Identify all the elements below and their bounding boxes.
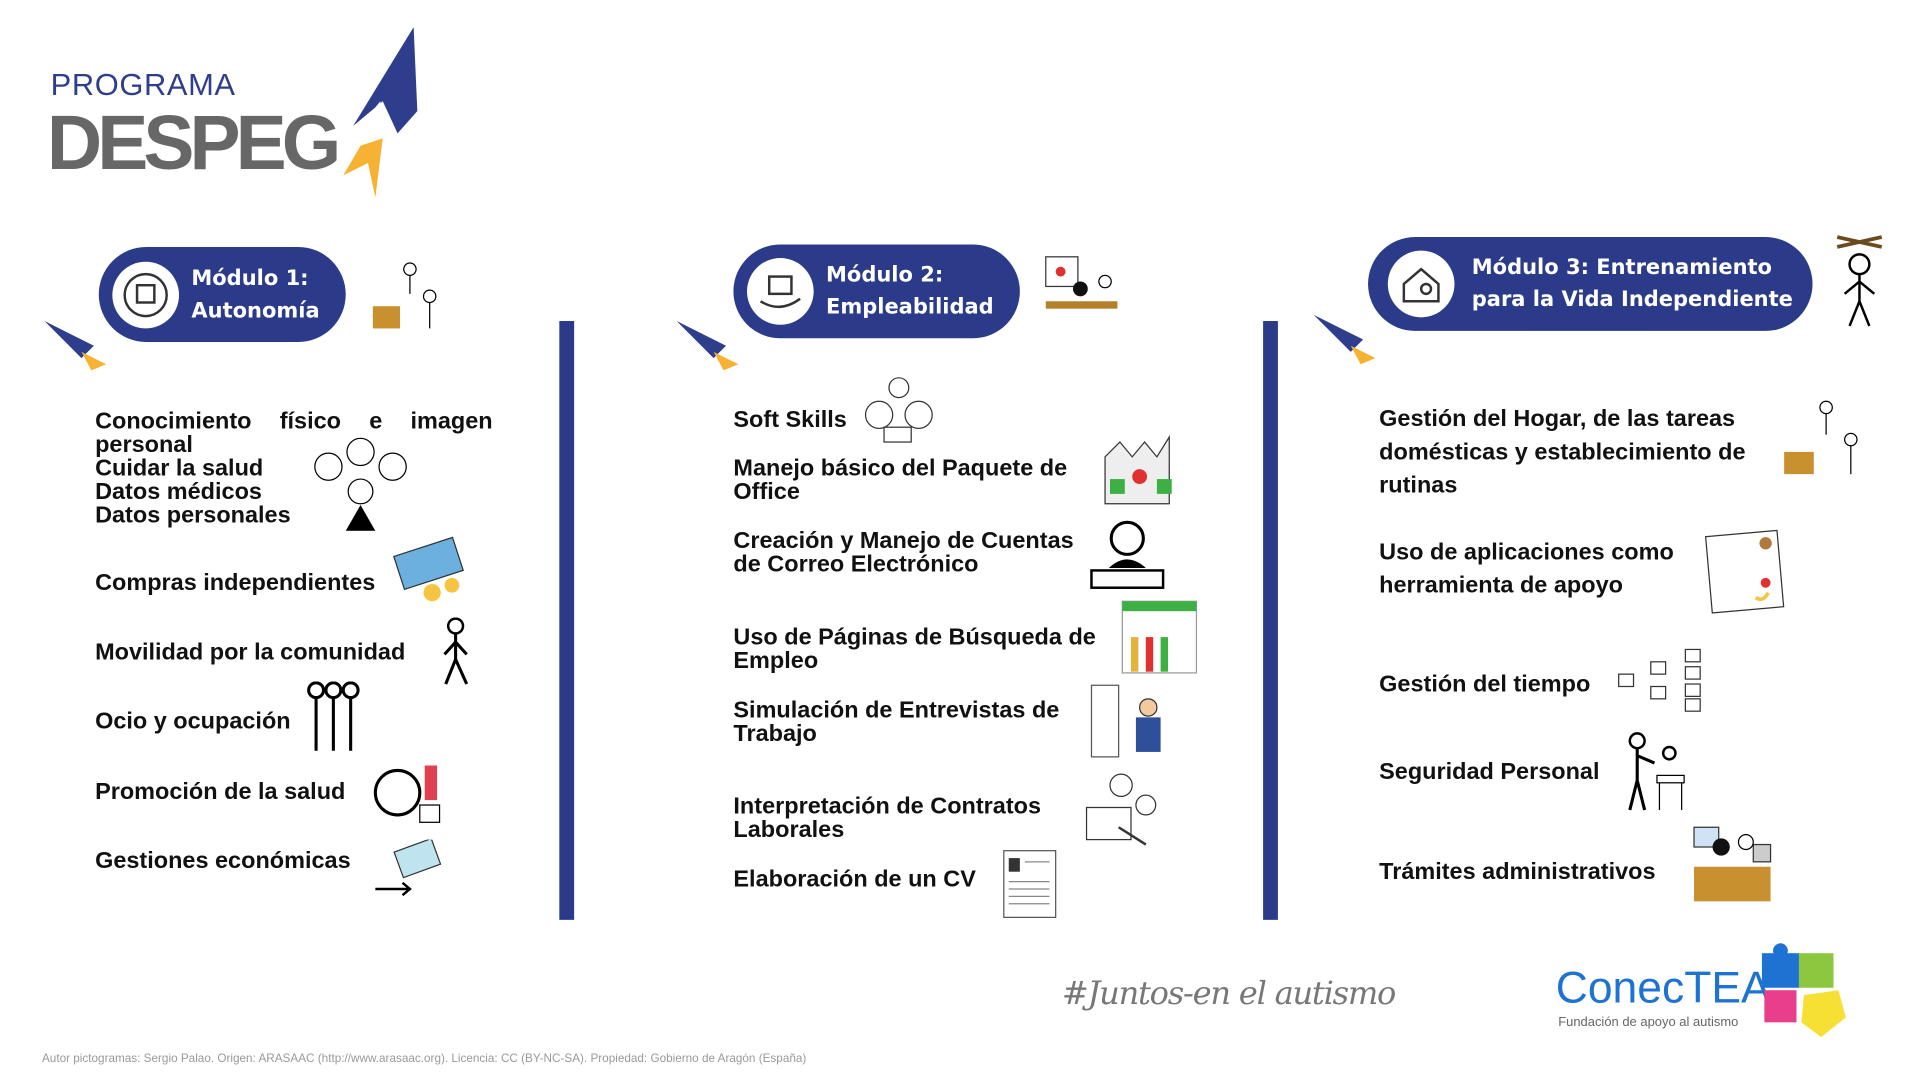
item-datos-medicos: Datos médicos xyxy=(95,479,262,505)
divider-2 xyxy=(1263,321,1278,920)
item-aplicaciones: Uso de aplicaciones como herramienta de … xyxy=(1379,539,1674,599)
cv-document-pictogram xyxy=(1003,850,1057,918)
personal-safety-pictogram xyxy=(1628,732,1685,811)
small-rocket-icon xyxy=(1313,314,1376,365)
module-3-subtitle: para la Vida Independiente xyxy=(1471,287,1793,313)
module-3-items: Gestión del Hogar, de las tareas domésti… xyxy=(1379,403,1784,889)
module-3-header: Módulo 3: Entrenamiento para la Vida Inde… xyxy=(1368,237,1813,331)
small-rocket-icon xyxy=(44,321,107,371)
interview-pictogram xyxy=(1090,684,1161,758)
item-compras: Compras independientes xyxy=(95,570,376,597)
item-entrevistas: Simulación de Entrevistas de Trabajo xyxy=(733,697,1060,747)
house-key-icon xyxy=(1387,250,1455,318)
money-pictogram xyxy=(393,536,464,602)
module-3-title: Módulo 3: Entrenamiento xyxy=(1471,255,1772,281)
item-busqueda-empleo: Uso de Páginas de Búsqueda de Empleo xyxy=(733,624,1096,675)
conversation-pictogram xyxy=(864,377,933,443)
shopping-list-pictogram xyxy=(1704,529,1785,614)
item-gestiones-economicas: Gestiones económicas xyxy=(95,848,351,875)
rocket-icon xyxy=(343,27,418,198)
job-center-pictogram xyxy=(1121,600,1198,674)
item-soft-skills: Soft Skills xyxy=(733,407,847,434)
logo-programa: PROGRAMA xyxy=(50,67,236,103)
module-1-header: Módulo 1: Autonomía xyxy=(98,246,346,343)
payment-pictogram xyxy=(375,839,442,897)
item-datos-personales: Datos personales xyxy=(95,502,291,529)
item-promocion-salud: Promoción de la salud xyxy=(95,779,346,806)
item-gestion-hogar: Gestión del Hogar, de las tareas domésti… xyxy=(1379,406,1746,499)
divider-1 xyxy=(559,321,575,920)
item-cuidar-salud: Cuidar la salud xyxy=(95,455,264,482)
walking-person-pictogram xyxy=(443,617,469,685)
health-data-pictogram xyxy=(314,437,407,531)
administration-desk-pictogram xyxy=(1693,826,1772,902)
item-gestion-tiempo: Gestión del tiempo xyxy=(1379,671,1591,698)
module-1-subtitle: Autonomía xyxy=(191,298,320,323)
module-2-header: Módulo 2: Empleabilidad xyxy=(733,244,1020,339)
friends-pictogram xyxy=(307,681,360,751)
item-contratos: Interpretación de Contratos Laborales xyxy=(733,793,1042,844)
puppet-independence-pictogram xyxy=(1836,235,1883,327)
contract-signing-pictogram xyxy=(1085,773,1157,846)
office-worker-pictogram xyxy=(1045,256,1118,309)
email-user-pictogram xyxy=(1090,520,1165,589)
brand-tagline: Fundación de apoyo al autismo xyxy=(1558,1014,1739,1030)
item-movilidad: Movilidad por la comunidad xyxy=(95,639,406,666)
credits-footer: Autor pictogramas: Sergio Palao. Origen:… xyxy=(41,1051,807,1066)
fist-head-icon xyxy=(112,261,180,328)
item-conocimiento: Conocimiento físico e imagen personal xyxy=(95,408,493,459)
medicine-pictogram xyxy=(373,765,441,823)
item-tramites: Trámites administrativos xyxy=(1379,859,1656,886)
module-2-title: Módulo 2: xyxy=(826,262,944,288)
item-seguridad: Seguridad Personal xyxy=(1379,759,1600,786)
module-2-items: Soft Skills Manejo básico del Paquete de… xyxy=(733,409,1103,892)
small-rocket-icon xyxy=(676,321,739,371)
item-correo: Creación y Manejo de Cuentas de Correo E… xyxy=(733,528,1074,578)
hashtag-signature: #Juntos-en el autismo xyxy=(1061,975,1397,1013)
logo-despeg: DESPEG xyxy=(46,101,341,187)
household-pictogram xyxy=(372,262,437,329)
module-1-title: Módulo 1: xyxy=(191,266,309,291)
factory-pictogram xyxy=(1104,434,1172,505)
item-office: Manejo básico del Paquete de Office xyxy=(733,455,1068,505)
module-1-items: Conocimiento físico e imagen personal Cu… xyxy=(95,410,493,873)
time-schedule-pictogram xyxy=(1618,648,1701,712)
item-cv: Elaboración de un CV xyxy=(733,866,976,893)
item-ocio: Ocio y ocupación xyxy=(95,708,291,735)
module-2-subtitle: Empleabilidad xyxy=(826,295,994,320)
puzzle-logo-icon xyxy=(1761,943,1846,1038)
household-pictogram xyxy=(1784,400,1858,475)
brand-name: ConecTEA xyxy=(1555,961,1771,1013)
briefcase-hand-icon xyxy=(746,258,814,325)
